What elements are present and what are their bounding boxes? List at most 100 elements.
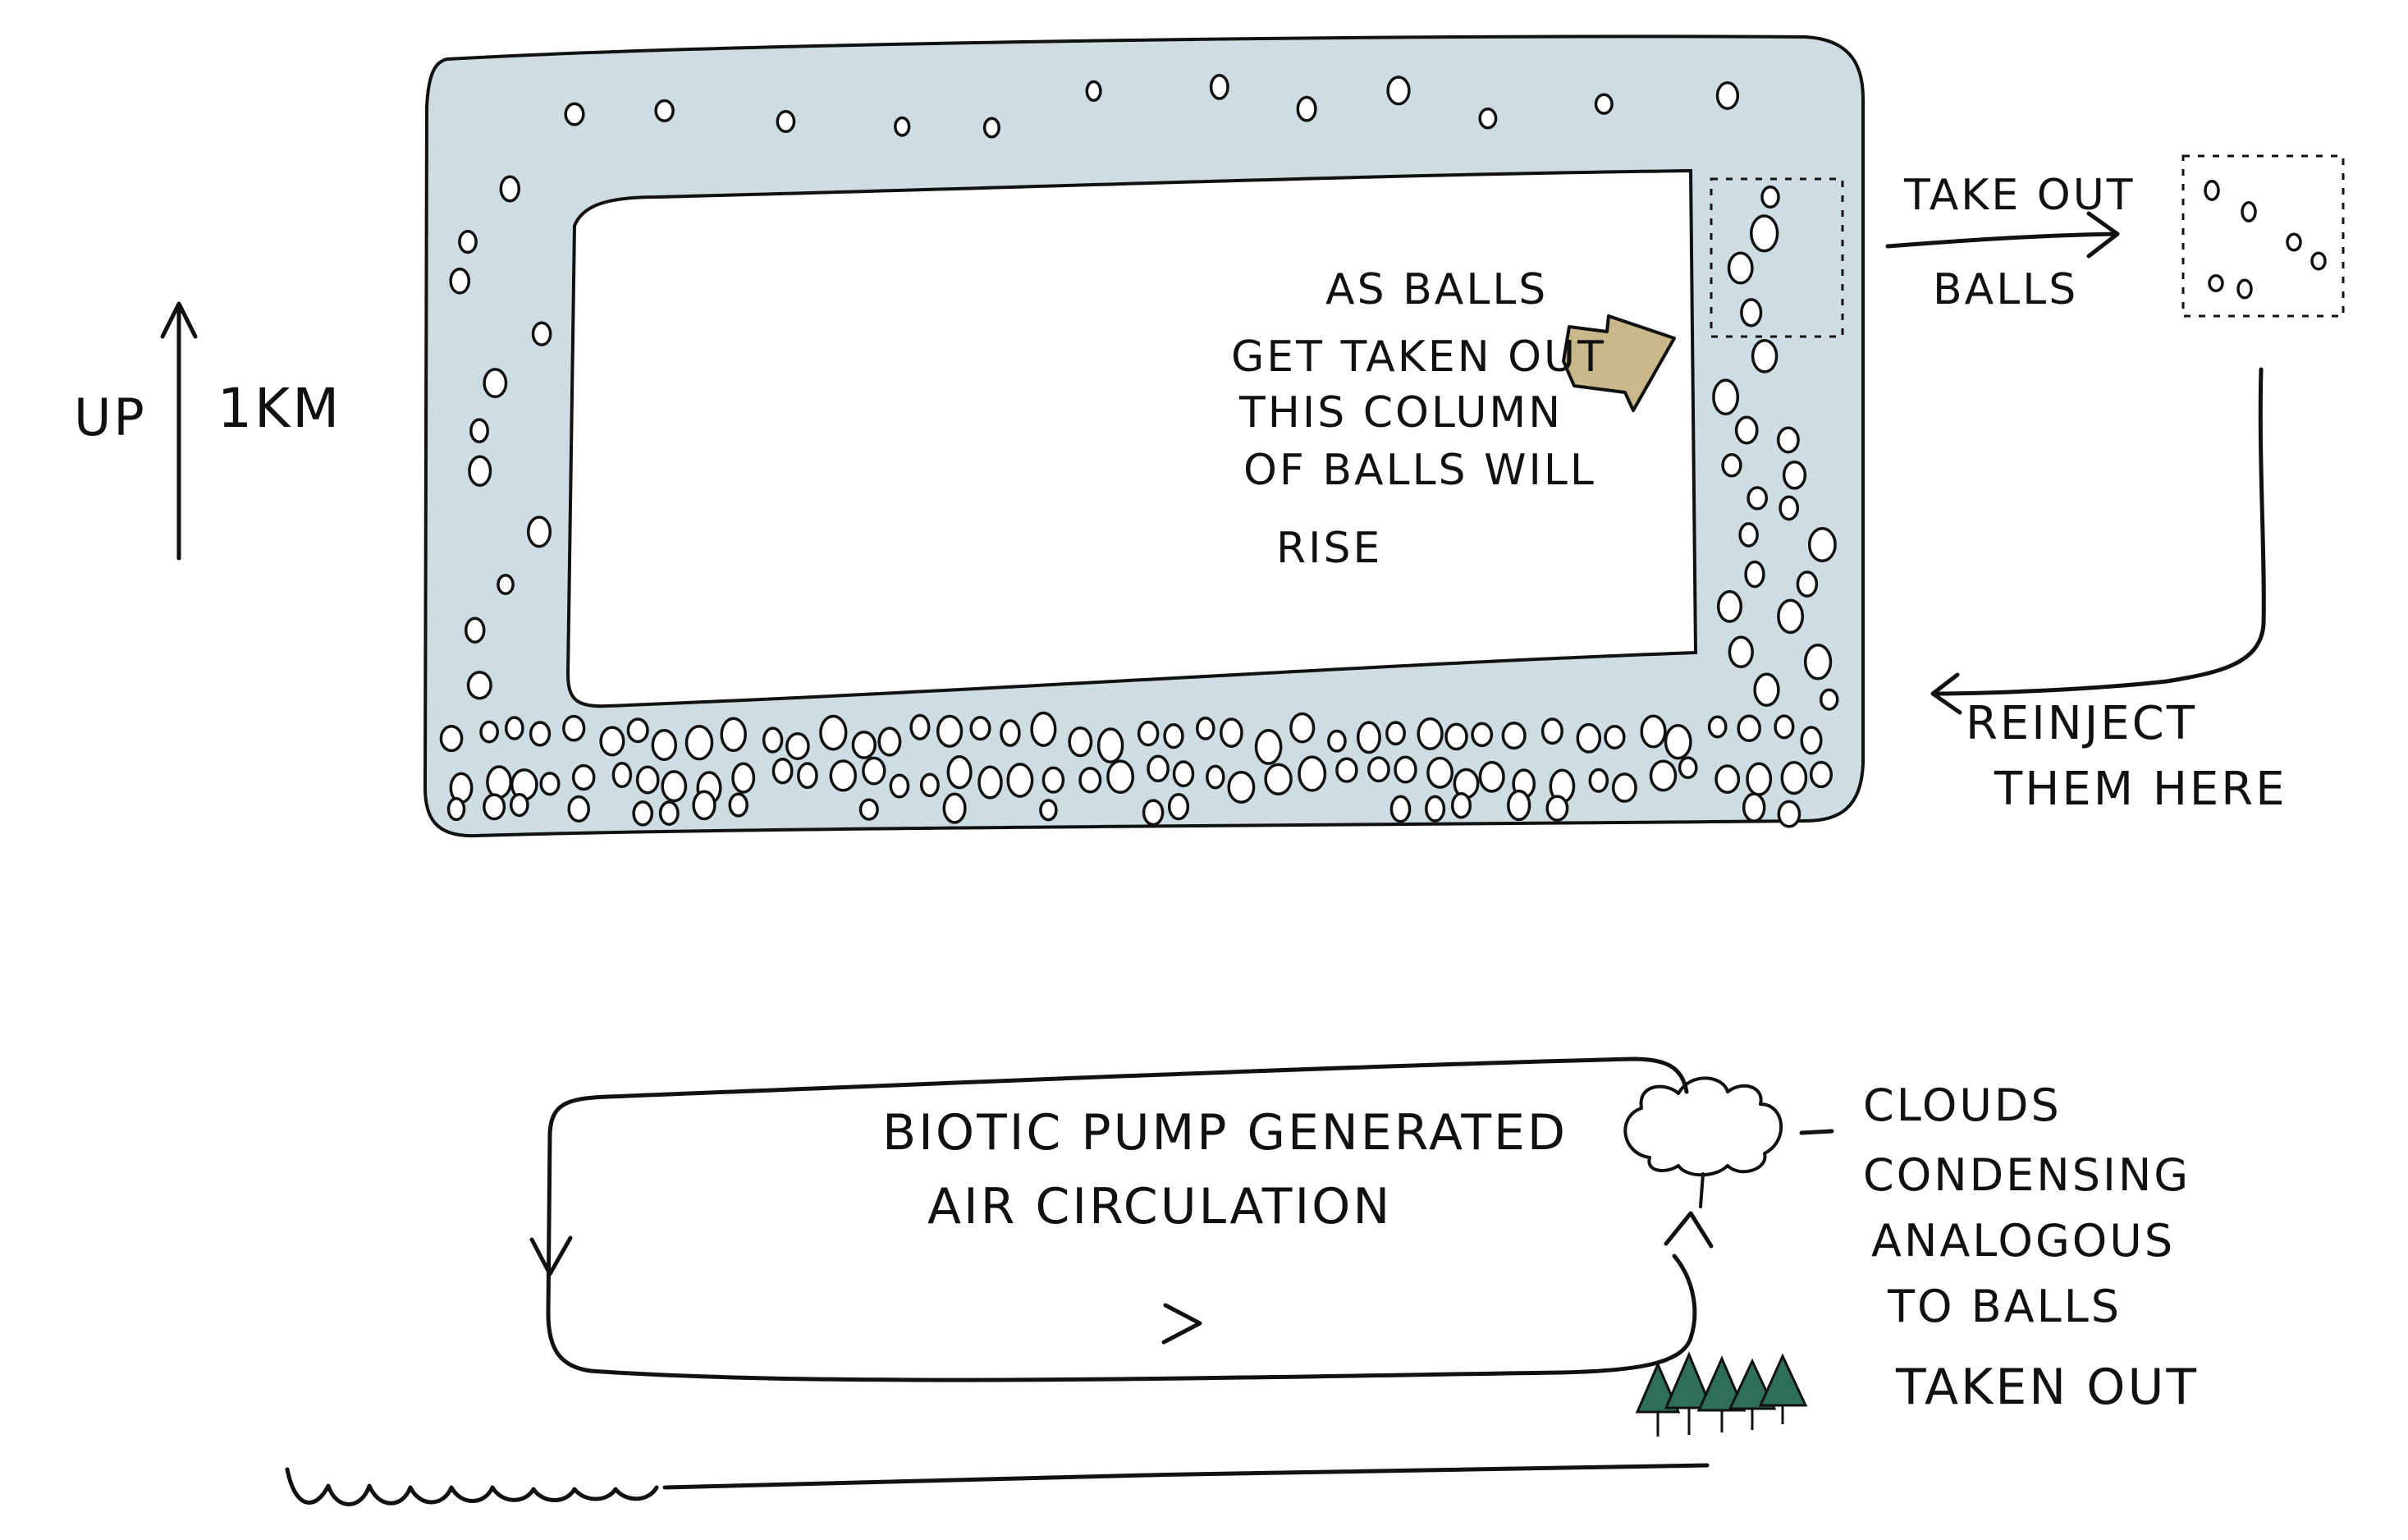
- ball: [1206, 764, 1225, 790]
- inner-note-line-4: OF BALLS WILL: [1243, 446, 1596, 495]
- reinject-line-1: REINJECT: [1966, 697, 2197, 750]
- rise-pointer-arrow: [1562, 314, 1676, 412]
- ball: [464, 616, 486, 644]
- take-out-annotation: TAKE OUT BALLS: [1885, 154, 2345, 318]
- ball: [469, 418, 489, 444]
- ball: [1078, 767, 1102, 794]
- reinject-line-2: THEM HERE: [1994, 763, 2287, 816]
- ball: [1746, 762, 1773, 796]
- ball: [1367, 756, 1390, 783]
- clouds-leader-line: [1799, 1129, 1834, 1135]
- ball: [1471, 722, 1494, 748]
- ball: [626, 717, 649, 744]
- ball: [946, 755, 973, 790]
- ball: [1782, 461, 1807, 490]
- cloud-icon: [1623, 1076, 1783, 1208]
- clouds-note-line-3: ANALOGOUS: [1871, 1215, 2175, 1267]
- clouds-note: CLOUDS CONDENSING ANALOGOUS TO BALLS TAK…: [1863, 1079, 2199, 1416]
- forest-icon: [1635, 1351, 1808, 1437]
- ball: [1227, 771, 1256, 804]
- ball: [720, 717, 747, 753]
- ball: [692, 790, 716, 821]
- ball: [977, 765, 1003, 800]
- ball: [1478, 760, 1505, 793]
- removed-balls-box: [2181, 154, 2345, 318]
- ball: [1737, 714, 1761, 743]
- ball: [1640, 714, 1667, 749]
- ball: [1744, 560, 1765, 589]
- ball: [632, 800, 654, 827]
- ball: [486, 765, 513, 800]
- take-out-line-1: TAKE OUT: [1903, 171, 2136, 220]
- ball: [771, 758, 794, 785]
- ball: [1803, 644, 1833, 681]
- ball: [1664, 723, 1692, 760]
- ball: [1746, 486, 1769, 511]
- ball: [1740, 298, 1763, 328]
- ball: [1777, 800, 1801, 828]
- distance-label: 1KM: [217, 377, 341, 440]
- ball: [1335, 757, 1358, 783]
- ball: [1774, 714, 1795, 740]
- ball: [2241, 201, 2257, 222]
- ball: [1298, 755, 1327, 792]
- inner-note-line-5: RISE: [1276, 524, 1382, 573]
- ball: [889, 773, 910, 799]
- ball: [658, 800, 680, 826]
- ball: [1385, 721, 1406, 746]
- ball: [894, 116, 911, 137]
- clouds-note-line-1: CLOUDS: [1863, 1079, 2062, 1131]
- ball: [731, 762, 756, 794]
- ball: [1147, 754, 1170, 783]
- ball: [483, 793, 506, 821]
- ball: [526, 516, 552, 548]
- clouds-note-line-4: TO BALLS: [1887, 1281, 2122, 1332]
- ball: [2236, 278, 2253, 300]
- ball: [819, 714, 848, 751]
- ball: [1394, 755, 1417, 784]
- ball: [1716, 589, 1743, 623]
- ball: [942, 792, 967, 824]
- ball: [497, 574, 515, 595]
- ball: [466, 671, 492, 700]
- ball-loop-diagram: AS BALLS GET TAKEN OUT THIS COLUMN OF BA…: [74, 34, 2345, 838]
- ball: [1777, 598, 1805, 635]
- ball: [611, 761, 633, 789]
- ball: [936, 714, 964, 748]
- ball: [1588, 768, 1609, 793]
- ball: [1776, 426, 1800, 454]
- ball: [562, 714, 586, 742]
- ball: [684, 725, 714, 761]
- down-flow-arrow: [529, 1235, 573, 1276]
- ball: [1085, 80, 1102, 103]
- ball: [1041, 766, 1065, 794]
- scale-indicator: UP 1KM: [74, 301, 341, 561]
- ball: [567, 795, 590, 823]
- take-out-line-2: BALLS: [1933, 265, 2078, 314]
- ball: [2286, 232, 2302, 252]
- ball: [728, 792, 748, 818]
- ball: [969, 716, 991, 741]
- ball: [1254, 728, 1283, 765]
- ball: [2208, 273, 2224, 293]
- ball: [909, 713, 931, 740]
- take-out-arrow: [1885, 211, 2120, 259]
- ball: [499, 175, 521, 203]
- ball: [1604, 725, 1626, 749]
- balls-group: [439, 73, 1839, 828]
- extraction-zone: [1710, 177, 1844, 338]
- ball: [531, 321, 552, 346]
- ball: [1507, 789, 1531, 822]
- ball: [1389, 795, 1412, 823]
- ball: [1649, 759, 1678, 792]
- ball: [654, 99, 675, 122]
- ball: [1220, 717, 1243, 748]
- ball: [2310, 251, 2327, 271]
- water-loop-frame: [423, 34, 1865, 838]
- clouds-note-line-5: TAKEN OUT: [1895, 1359, 2199, 1416]
- ball: [1106, 759, 1135, 795]
- ball: [1800, 726, 1823, 755]
- ball: [539, 772, 561, 796]
- ball: [1796, 571, 1819, 598]
